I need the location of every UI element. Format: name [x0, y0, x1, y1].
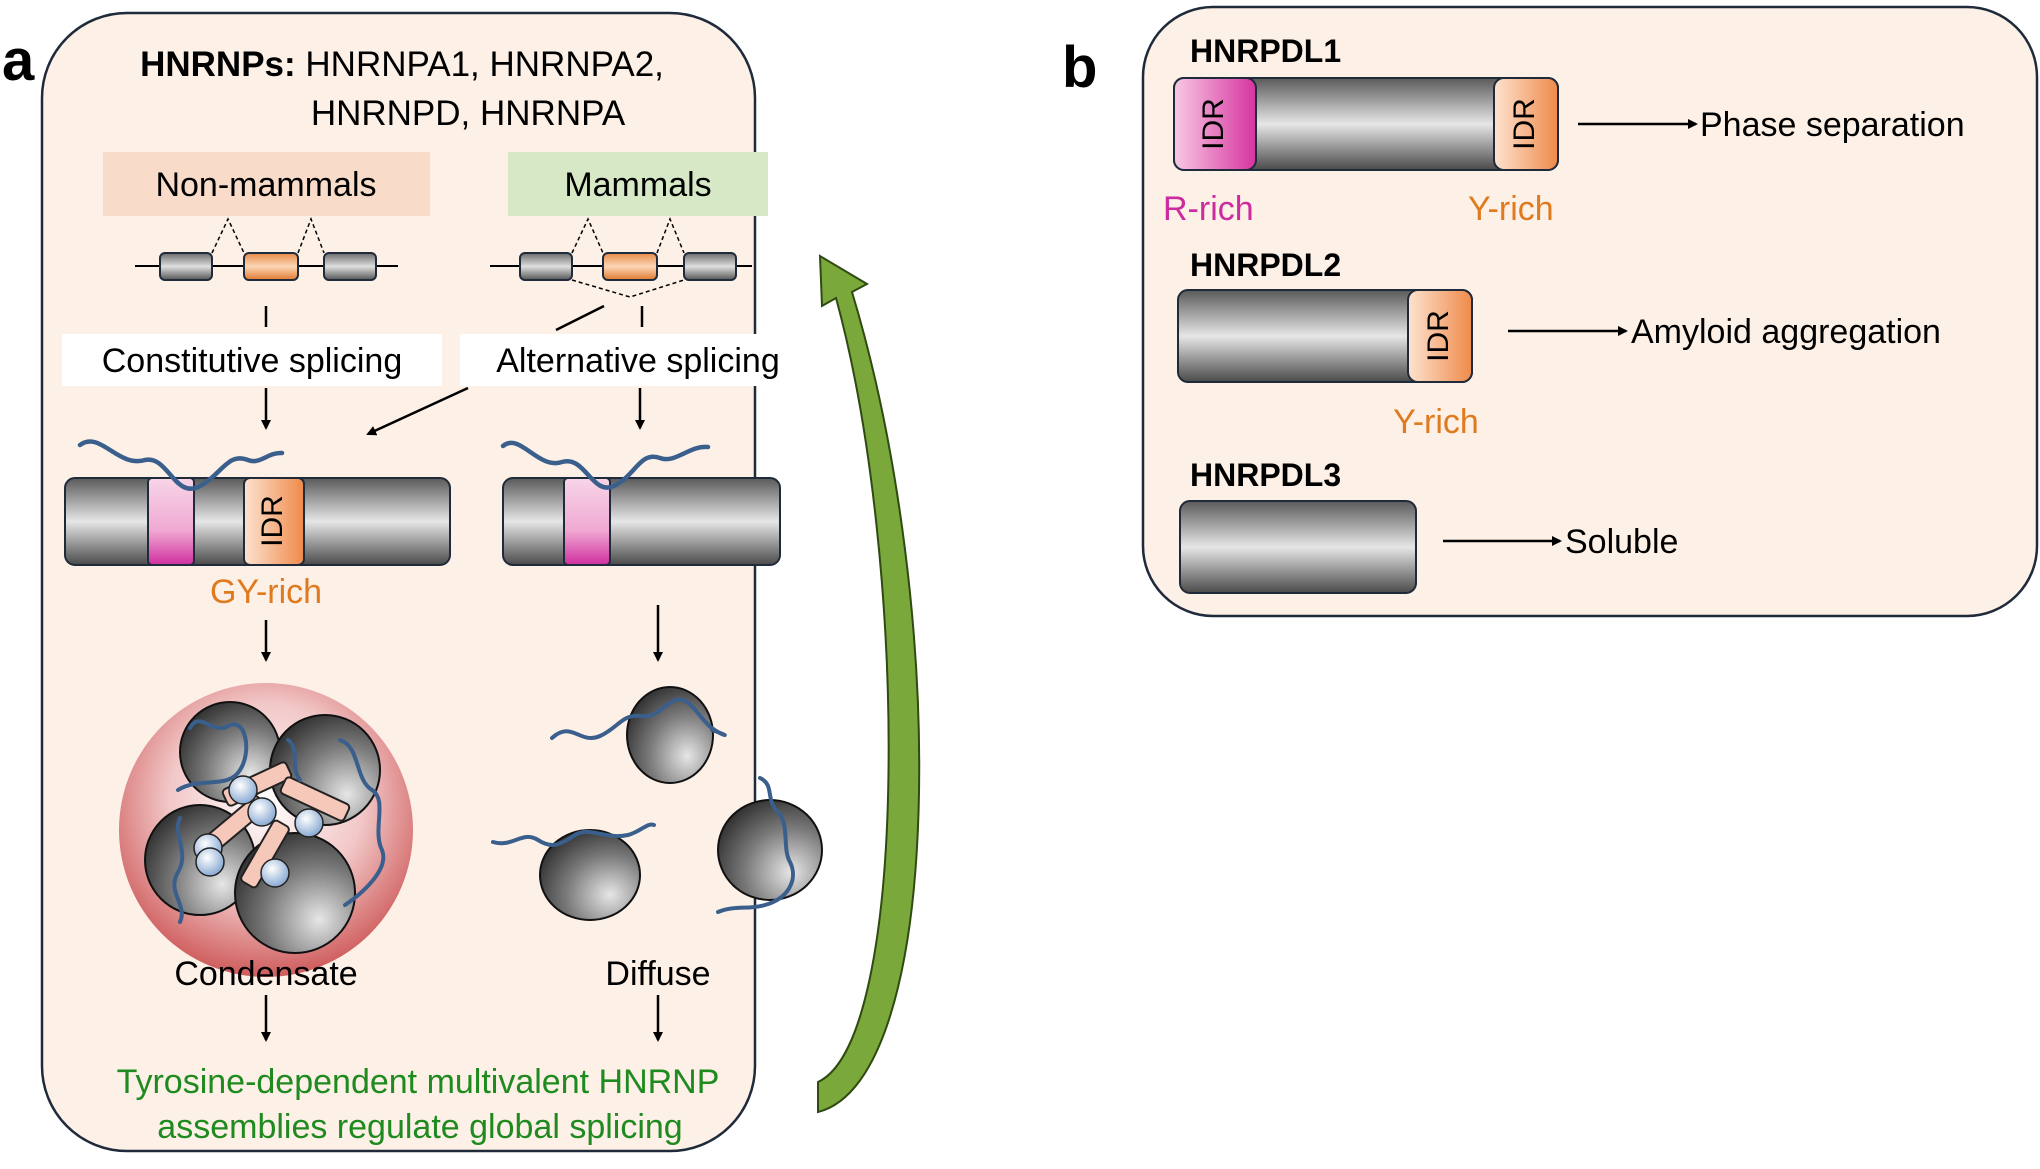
hnrpdl1-protein: IDR IDR: [1173, 77, 1559, 171]
diffuse-proteins: [491, 686, 823, 921]
hnrpdl3-protein: [1179, 500, 1417, 594]
hnrpdl2-y-rich: Y-rich: [1393, 403, 1479, 441]
panel-b-letter: b: [1062, 35, 1097, 100]
hnrpdl2-name: HNRPDL2: [1190, 247, 1341, 283]
hnrpdl2-right-idr: IDR: [1422, 310, 1455, 362]
panel-a-title-line2: HNRNPD, HNRNPA: [311, 94, 626, 133]
condensate-label: Condensate: [174, 955, 357, 993]
panel-a-letter: a: [2, 28, 35, 93]
panel-a-title: HNRNPs: HNRNPA1, HNRNPA2,: [140, 45, 664, 84]
conclusion-line2: assemblies regulate global splicing: [157, 1108, 682, 1146]
title-rest: HNRNPA1, HNRNPA2,: [296, 45, 664, 84]
non-mammal-gene: [135, 216, 398, 281]
alternative-bg: [460, 334, 815, 386]
protein-with-idr: IDR: [64, 439, 451, 566]
hnrpdl3-name: HNRPDL3: [1190, 457, 1341, 493]
mammal-gene: [490, 216, 752, 298]
idr-label-a: IDR: [256, 495, 289, 547]
condensate-droplet: [119, 683, 413, 977]
arrow-mammal-gene-cross: [555, 304, 605, 332]
non-mammals-box: [103, 152, 430, 216]
title-bold: HNRNPs:: [140, 45, 296, 84]
gy-rich-label: GY-rich: [210, 573, 322, 611]
hnrpdl2-outcome: Amyloid aggregation: [1631, 313, 1941, 351]
constitutive-splicing-label: Constitutive splicing: [102, 342, 402, 380]
hnrpdl3-outcome: Soluble: [1565, 523, 1678, 561]
constitutive-bg: [62, 334, 442, 386]
alternative-splicing-label: Alternative splicing: [496, 342, 779, 380]
hnrpdl1-name: HNRPDL1: [1190, 33, 1341, 69]
hnrpdl1-y-rich: Y-rich: [1468, 190, 1554, 228]
hnrpdl2-protein: IDR: [1177, 289, 1473, 383]
protein-without-idr: [500, 440, 781, 566]
hnrpdl1-right-idr: IDR: [1508, 98, 1541, 150]
diffuse-label: Diffuse: [605, 955, 710, 993]
conclusion-line1: Tyrosine-dependent multivalent HNRNP: [117, 1063, 720, 1101]
mammals-box: [508, 152, 768, 216]
hnrpdl1-r-rich: R-rich: [1163, 190, 1254, 228]
hnrpdl1-left-idr: IDR: [1197, 98, 1230, 150]
hnrpdl1-outcome: Phase separation: [1700, 106, 1965, 144]
mammals-label: Mammals: [564, 166, 711, 204]
feedback-arrow: [817, 254, 921, 1114]
arrow-alternative-cross: [366, 386, 469, 436]
non-mammals-label: Non-mammals: [155, 166, 376, 204]
